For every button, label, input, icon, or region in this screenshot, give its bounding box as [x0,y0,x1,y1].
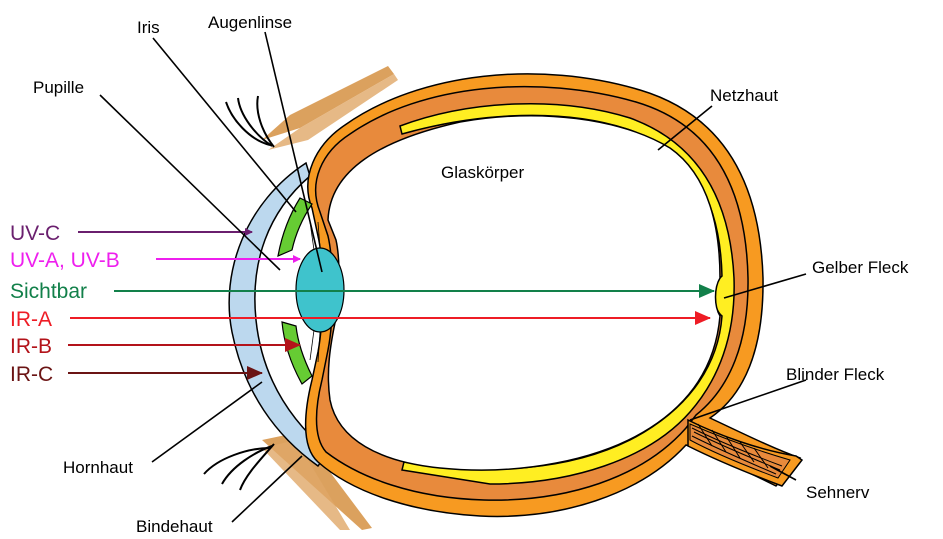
iris-lower [282,322,312,384]
label-hornhaut: Hornhaut [63,458,133,477]
label-pupille: Pupille [33,78,84,97]
label-blinder-fleck: Blinder Fleck [786,365,885,384]
upper-eyelashes [226,96,274,147]
radiation-label-irc: IR-C [10,363,53,386]
label-augenlinse: Augenlinse [208,13,292,32]
label-netzhaut: Netzhaut [710,86,778,105]
label-iris: Iris [137,18,160,37]
radiation-label-uvab: UV-A, UV-B [10,249,120,272]
label-gelber-fleck: Gelber Fleck [812,258,909,277]
label-glaskoerper: Glaskörper [441,163,524,182]
label-sehnerv: Sehnerv [806,483,870,502]
radiation-label-ira: IR-A [10,308,52,331]
radiation-label-uvc: UV-C [10,222,60,245]
lower-eyelashes [204,444,274,490]
radiation-label-irb: IR-B [10,335,52,358]
label-bindehaut: Bindehaut [136,517,213,536]
radiation-label-visible: Sichtbar [10,280,87,303]
